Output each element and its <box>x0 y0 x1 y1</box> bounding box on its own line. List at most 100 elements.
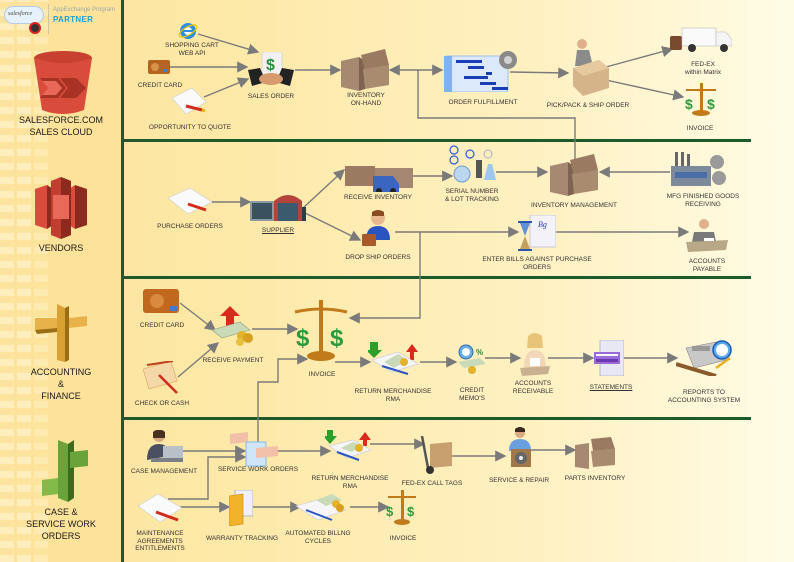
clock-cash-percent-icon[interactable]: % <box>456 344 488 374</box>
document-pen-icon[interactable] <box>172 88 206 114</box>
lane-label-line: SALESFORCE.COM <box>18 115 103 125</box>
lane-label-sales: SALESFORCE.COM SALES CLOUD <box>6 114 116 138</box>
clerk-woman-icon[interactable] <box>520 332 550 376</box>
boxes-icon[interactable] <box>341 49 391 91</box>
node-label-fedex-call-tags: FED-EX CALL TAGS <box>401 480 463 487</box>
scales-dollar-icon[interactable]: $ $ <box>683 81 719 117</box>
billing-cash-icon[interactable] <box>296 492 348 524</box>
cash-up-arrow-icon[interactable] <box>212 306 254 346</box>
node-label-opportunity: OPPORTUNITY TO QUOTE <box>148 124 232 131</box>
lane-label-line: ORDERS <box>41 531 81 541</box>
check-pen-icon[interactable] <box>143 361 179 395</box>
node-label-inventory-on-hand: INVENTORY ON-HAND <box>347 92 385 107</box>
node-label-rma: RETURN MERCHANDISE RMA <box>354 388 432 403</box>
node-label-order-fulfillment: ORDER FULFILLMENT <box>448 99 518 106</box>
node-label-enter-bills: ENTER BILLS AGAINST PURCHASE ORDERS <box>482 256 592 271</box>
node-label-sales-order: SALES ORDER <box>247 93 295 100</box>
document-pen-icon[interactable] <box>138 494 182 524</box>
node-label-mfg-finished: MFG FINISHED GOODS RECEIVING <box>666 193 740 208</box>
arrow-quote-to-sales-order <box>203 77 250 98</box>
credit-card-icon[interactable] <box>143 289 179 315</box>
arrow-inventory-mgmt-to-inventory <box>417 70 576 160</box>
arrow-maint-to-service <box>168 451 247 500</box>
person-wallet-icon[interactable] <box>362 210 394 246</box>
factory-gears-icon[interactable] <box>671 152 727 188</box>
node-label-credit-card: CREDIT CARD <box>139 322 185 329</box>
lab-molecule-icon[interactable] <box>448 144 500 184</box>
handshake-dollar-icon[interactable]: $ <box>248 52 294 88</box>
svg-text:$: $ <box>407 504 415 519</box>
svg-text:$: $ <box>685 96 693 112</box>
node-label-check-or-cash: CHECK OR CASH <box>134 400 190 407</box>
svg-text:Bg: Bg <box>538 220 547 229</box>
cash-return-icon[interactable] <box>368 342 420 376</box>
node-label-accounts-receivable: ACCOUNTS RECEIVABLE <box>512 380 554 395</box>
calculator-clock-icon[interactable] <box>676 340 734 376</box>
salesforce-logo: salesforce <box>4 4 44 34</box>
boxes-icon[interactable] <box>575 437 617 469</box>
program-label: AppExchange Program <box>53 7 116 13</box>
node-label-automated-billing: AUTOMATED BILLNG CYCLES <box>285 530 351 545</box>
node-label-supplier: SUPPLIER <box>261 227 295 234</box>
folder-icon[interactable] <box>229 490 253 526</box>
node-label-receive-inventory: RECEIVE INVENTORY <box>343 194 413 201</box>
boxes-icon[interactable] <box>550 154 600 196</box>
lane-border-3 <box>121 417 751 420</box>
lane-label-line: VENDORS <box>38 243 84 253</box>
node-label-serial-number: SERIAL NUMBER & LOT TRACKING <box>445 188 499 203</box>
arrow-cart-to-sales-order <box>197 33 260 55</box>
bucket-arrows-icon <box>34 51 92 114</box>
scales-dollar-icon[interactable]: $ $ <box>292 300 350 362</box>
svg-text:%: % <box>476 348 483 357</box>
lane-label-vendors: VENDORS <box>6 242 116 254</box>
cash-return-icon[interactable] <box>325 430 373 462</box>
lane-label-line: SALES CLOUD <box>29 127 93 137</box>
node-label-invoice: INVOICE <box>308 371 336 378</box>
lane-label-line: FINANCE <box>41 391 81 401</box>
lane-border-1 <box>121 139 751 142</box>
delivery-truck-icon[interactable] <box>670 26 732 52</box>
svg-text:$: $ <box>707 96 715 112</box>
lane-label-line: SERVICE WORK <box>26 519 96 529</box>
hand-truck-icon[interactable] <box>418 436 454 474</box>
branching-blocks-icon <box>42 440 88 502</box>
internet-explorer-icon[interactable] <box>178 21 198 41</box>
document-pen-icon[interactable] <box>168 188 212 214</box>
truck-boxes-icon[interactable] <box>345 162 413 192</box>
arrow-pick-to-fedex <box>605 46 674 68</box>
header-divider <box>48 4 49 34</box>
packer-box-icon[interactable] <box>569 38 609 96</box>
hands-document-icon[interactable] <box>230 432 280 468</box>
node-label-service-work-orders: SERVICE WORK ORDERS <box>217 466 299 473</box>
node-label-purchase-orders: PURCHASE ORDERS <box>157 223 223 230</box>
node-label-invoice: INVOICE <box>686 125 714 132</box>
gantt-gear-icon[interactable] <box>444 50 520 92</box>
node-label-reports: REPORTS TO ACCOUNTING SYSTEM <box>667 389 741 404</box>
scales-dollar-icon[interactable]: $ $ <box>386 490 418 526</box>
arrow-supplier-to-receive <box>302 169 346 209</box>
lane-label-line: ACCOUNTING <box>30 367 92 377</box>
arrow-supplier-to-dropship <box>302 211 362 241</box>
node-label-accounts-payable: ACCOUNTS PAYABLE <box>688 258 726 273</box>
node-label-credit-card: CREDIT CARD <box>137 82 183 89</box>
storage-blocks-icon <box>35 177 87 239</box>
node-label-invoice: INVOICE <box>389 535 417 542</box>
statement-document-icon[interactable] <box>594 340 624 376</box>
support-agent-icon[interactable] <box>147 430 183 464</box>
node-label-service-repair: SERVICE & REPAIR <box>488 477 550 484</box>
lane-label-finance: ACCOUNTING & FINANCE <box>6 366 116 402</box>
node-label-rma: RETURN MERCHANDISE RMA <box>311 475 389 490</box>
hourglass-document-icon[interactable]: Bg <box>518 215 556 251</box>
credit-card-icon[interactable] <box>148 60 170 74</box>
lane-border-2 <box>121 276 751 279</box>
node-label-receive-payment: RECEIVE PAYMENT <box>202 357 264 364</box>
technician-gear-icon[interactable] <box>505 427 535 467</box>
arrow-fulfillment-to-pick <box>509 67 570 79</box>
node-label-inventory-management: INVENTORY MANAGEMENT <box>531 202 617 209</box>
no-software-icon <box>29 22 41 34</box>
warehouse-icon[interactable] <box>250 193 306 223</box>
cloud-icon <box>4 6 44 24</box>
accountant-desk-icon[interactable] <box>686 218 728 252</box>
lane-label-line: & <box>57 379 64 389</box>
